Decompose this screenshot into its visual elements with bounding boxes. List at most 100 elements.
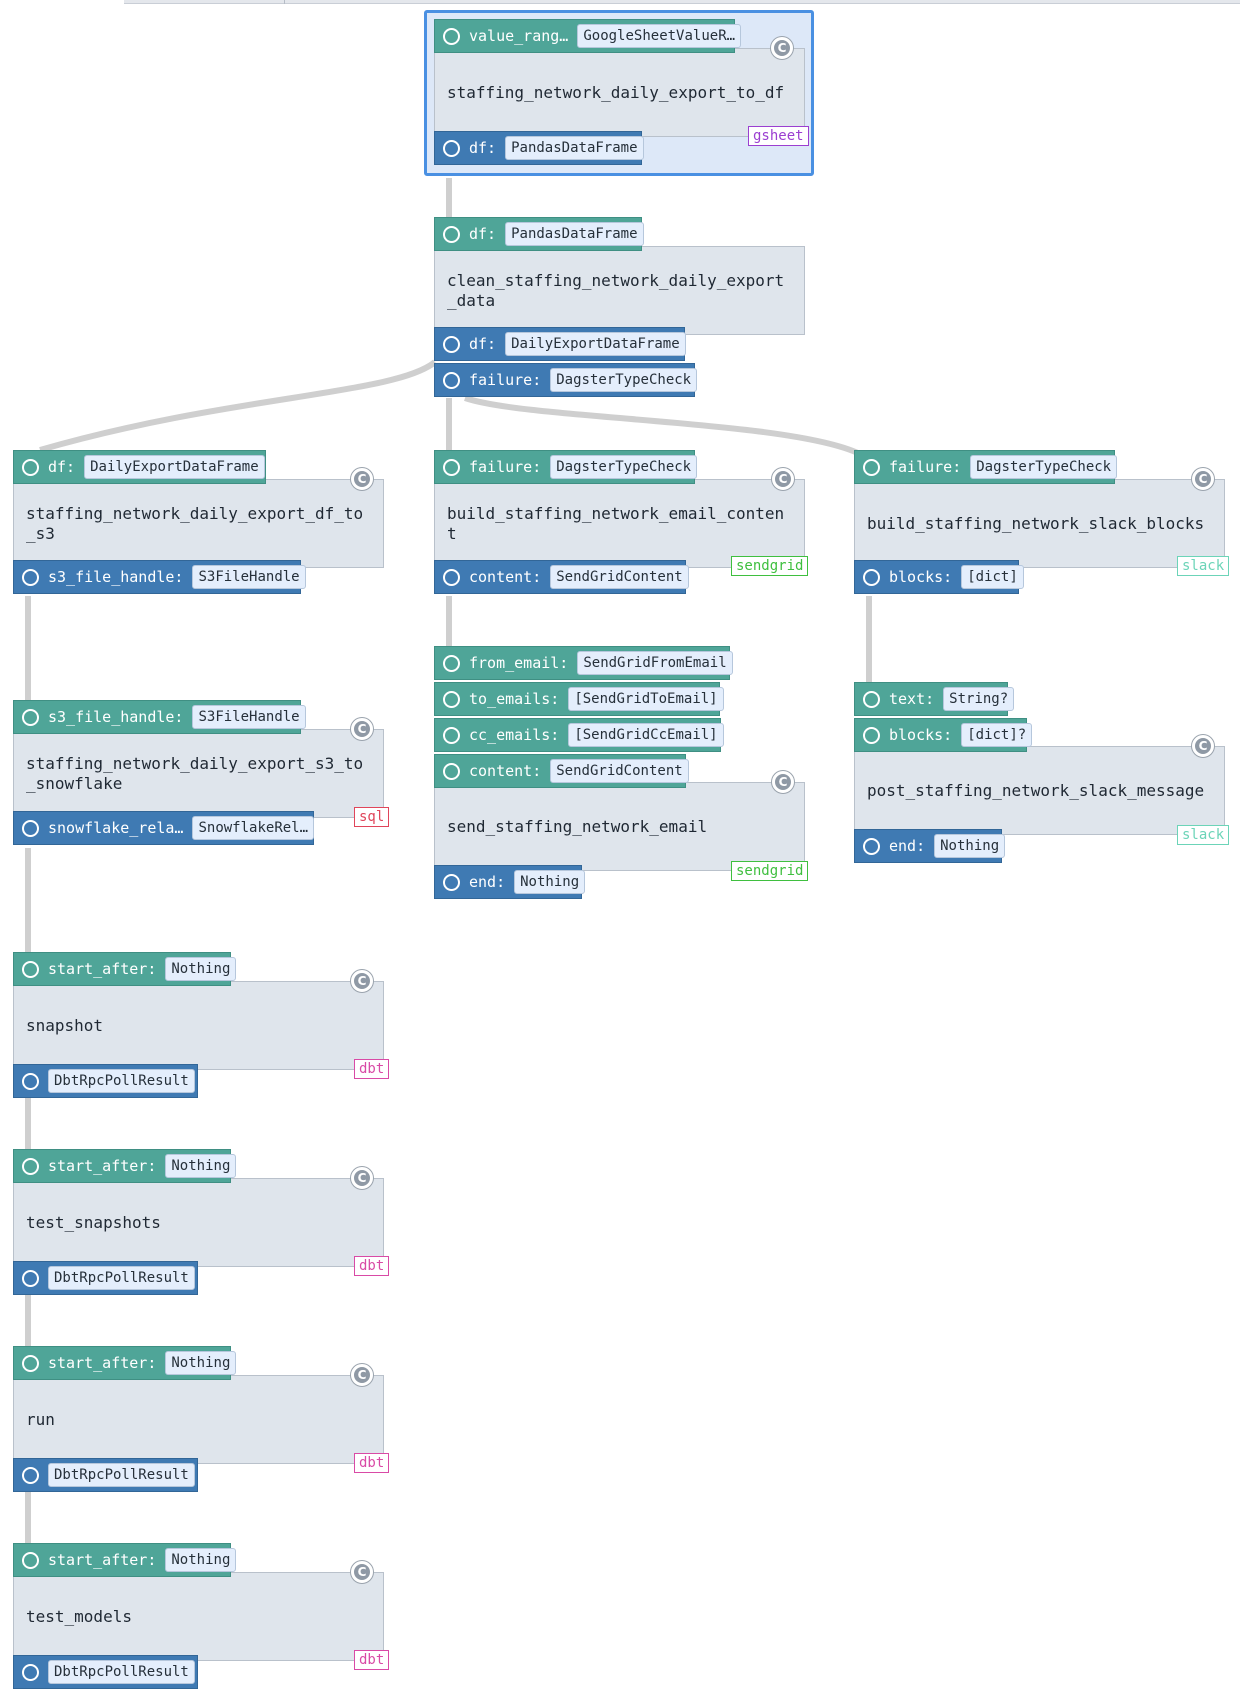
port-type: DailyExportDataFrame <box>505 332 686 356</box>
node-tag-sendgrid: sendgrid <box>731 861 809 881</box>
node-body[interactable]: staffing_network_daily_export_to_df <box>434 48 805 137</box>
port-type: [SendGridCcEmail] <box>568 723 724 747</box>
input-port[interactable]: cc_emails: [SendGridCcEmail] <box>434 718 724 752</box>
node-title: run <box>26 1409 55 1429</box>
node-tag-gsheet: gsheet <box>748 126 809 146</box>
output-port[interactable]: DbtRpcPollResult <box>13 1261 198 1295</box>
composite-c-icon: C <box>771 37 793 59</box>
output-port[interactable]: content: SendGridContent <box>434 560 689 594</box>
output-port[interactable]: DbtRpcPollResult <box>13 1458 198 1492</box>
port-type: DagsterTypeCheck <box>550 368 698 392</box>
port-name: from_email: <box>469 654 569 672</box>
output-port[interactable]: DbtRpcPollResult <box>13 1064 198 1098</box>
port-type: DbtRpcPollResult <box>48 1266 195 1290</box>
port-name: s3_file_handle: <box>48 568 184 586</box>
input-port[interactable]: s3_file_handle: S3FileHandle <box>13 700 306 734</box>
node-body[interactable]: clean_staffing_network_daily_export_data <box>434 246 805 335</box>
port-circle-icon <box>443 335 460 353</box>
port-type: [dict]? <box>961 723 1033 747</box>
port-name: failure: <box>469 458 542 476</box>
node-body[interactable]: snapshot <box>13 981 384 1070</box>
port-circle-icon <box>443 726 460 744</box>
node-title: test_snapshots <box>26 1212 161 1232</box>
port-type: PandasDataFrame <box>505 222 644 246</box>
composite-c-icon: C <box>351 1167 373 1189</box>
port-type: DagsterTypeCheck <box>550 455 698 479</box>
port-name: to_emails: <box>469 690 560 708</box>
port-name: end: <box>889 837 926 855</box>
node-tag-dbt: dbt <box>354 1453 390 1473</box>
port-circle-icon <box>443 139 460 157</box>
node-body[interactable]: staffing_network_daily_export_s3_to_snow… <box>13 729 384 818</box>
input-port[interactable]: to_emails: [SendGridToEmail] <box>434 682 724 716</box>
port-type: Nothing <box>165 1548 237 1572</box>
port-type: DailyExportDataFrame <box>84 455 265 479</box>
port-name: content: <box>469 762 542 780</box>
input-port[interactable]: failure: DagsterTypeCheck <box>434 450 698 484</box>
output-port[interactable]: s3_file_handle: S3FileHandle <box>13 560 306 594</box>
node-body[interactable]: send_staffing_network_email <box>434 782 805 871</box>
composite-c-icon: C <box>1192 735 1214 757</box>
node-title: staffing_network_daily_export_to_df <box>447 82 785 102</box>
top-toolbar-strip <box>124 0 1240 4</box>
input-port[interactable]: start_after: Nothing <box>13 1149 237 1183</box>
input-port[interactable]: start_after: Nothing <box>13 1543 237 1577</box>
node-body[interactable]: test_snapshots <box>13 1178 384 1267</box>
port-type: SnowflakeRel… <box>192 816 315 840</box>
composite-c-icon: C <box>351 1561 373 1583</box>
input-port[interactable]: from_email: SendGridFromEmail <box>434 646 733 680</box>
node-tag-slack: slack <box>1177 825 1230 845</box>
input-port[interactable]: value_rang… GoogleSheetValueR… <box>434 19 742 53</box>
port-type: Nothing <box>165 1154 237 1178</box>
toolbar-divider <box>284 0 285 4</box>
port-type: Nothing <box>165 1351 237 1375</box>
output-port[interactable]: end: Nothing <box>854 829 1006 863</box>
port-type: S3FileHandle <box>192 565 306 589</box>
port-name: cc_emails: <box>469 726 560 744</box>
port-name: end: <box>469 873 506 891</box>
port-name: text: <box>889 690 935 708</box>
node-body[interactable]: build_staffing_network_slack_blocks <box>854 479 1225 568</box>
node-body[interactable]: build_staffing_network_email_content <box>434 479 805 568</box>
output-port[interactable]: df: DailyExportDataFrame <box>434 327 686 361</box>
output-port[interactable]: end: Nothing <box>434 865 586 899</box>
node-title: staffing_network_daily_export_df_to_s3 <box>26 503 364 543</box>
node-title: test_models <box>26 1606 132 1626</box>
port-name: start_after: <box>48 1157 157 1175</box>
port-circle-icon <box>22 819 39 837</box>
port-circle-icon <box>22 1466 39 1484</box>
port-circle-icon <box>863 568 880 586</box>
output-port[interactable]: DbtRpcPollResult <box>13 1655 198 1689</box>
output-port[interactable]: blocks: [dict] <box>854 560 1024 594</box>
port-type: String? <box>943 687 1015 711</box>
node-body[interactable]: post_staffing_network_slack_message <box>854 746 1225 835</box>
node-tag-sendgrid: sendgrid <box>731 556 809 576</box>
input-port[interactable]: content: SendGridContent <box>434 754 689 788</box>
output-port[interactable]: df: PandasDataFrame <box>434 131 644 165</box>
port-circle-icon <box>22 458 39 476</box>
port-type: DbtRpcPollResult <box>48 1660 195 1684</box>
port-circle-icon <box>443 873 460 891</box>
port-type: S3FileHandle <box>192 705 306 729</box>
input-port[interactable]: text: String? <box>854 682 1015 716</box>
node-tag-dbt: dbt <box>354 1059 390 1079</box>
input-port[interactable]: blocks: [dict]? <box>854 718 1033 752</box>
node-title: send_staffing_network_email <box>447 816 708 836</box>
node-body[interactable]: run <box>13 1375 384 1464</box>
node-body[interactable]: staffing_network_daily_export_df_to_s3 <box>13 479 384 568</box>
input-port[interactable]: start_after: Nothing <box>13 952 237 986</box>
port-circle-icon <box>863 458 880 476</box>
output-port[interactable]: failure: DagsterTypeCheck <box>434 363 698 397</box>
node-title: post_staffing_network_slack_message <box>867 780 1205 800</box>
port-circle-icon <box>443 371 460 389</box>
input-port[interactable]: df: PandasDataFrame <box>434 217 644 251</box>
output-port[interactable]: snowflake_rela… SnowflakeRel… <box>13 811 315 845</box>
node-body[interactable]: test_models <box>13 1572 384 1661</box>
port-circle-icon <box>443 27 460 45</box>
port-type: SendGridFromEmail <box>577 651 733 675</box>
input-port[interactable]: df: DailyExportDataFrame <box>13 450 266 484</box>
port-circle-icon <box>443 762 460 780</box>
input-port[interactable]: start_after: Nothing <box>13 1346 237 1380</box>
input-port[interactable]: failure: DagsterTypeCheck <box>854 450 1118 484</box>
node-title: build_staffing_network_slack_blocks <box>867 513 1205 533</box>
